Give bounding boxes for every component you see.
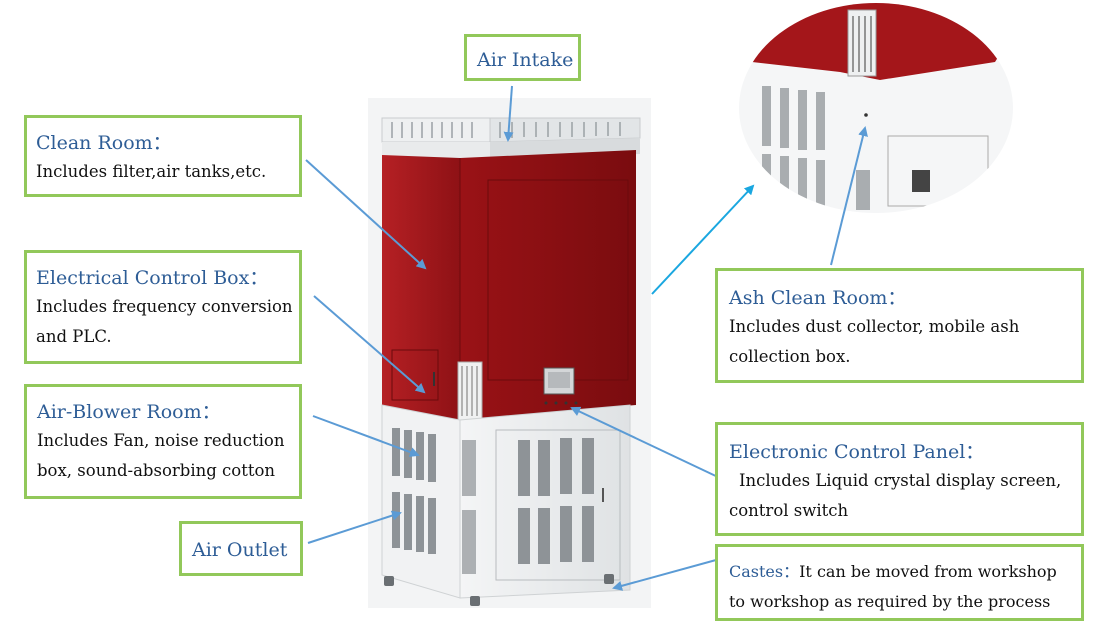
- electrical-box-body-line2: and PLC.: [36, 327, 112, 346]
- ash-clean-body-line1: Includes dust collector, mobile ash: [729, 317, 1020, 336]
- inset-pointer-arrow: [651, 184, 755, 295]
- electronic-panel-title: Electronic Control Panel：: [729, 441, 985, 463]
- clean-room-callout: Clean Room： Includes filter,air tanks,et…: [24, 115, 302, 197]
- air-blower-title: Air-Blower Room：: [37, 401, 221, 423]
- electrical-control-box-callout: Electrical Control Box： Includes frequen…: [24, 250, 302, 364]
- air-blower-body-line1: Includes Fan, noise reduction: [37, 431, 285, 450]
- callout-arrows: [305, 85, 868, 591]
- ash-room-inset: [739, 3, 1013, 213]
- air-outlet-callout: Air Outlet: [179, 521, 303, 576]
- electronic-panel-body-line2: control switch: [729, 501, 849, 520]
- ash-clean-room-callout: Ash Clean Room： Includes dust collector,…: [715, 268, 1084, 383]
- castes-body-line2: to workshop as required by the process: [729, 592, 1051, 611]
- top-vent-cap: [381, 117, 641, 158]
- electronic-panel-body-line1: Includes Liquid crystal display screen,: [739, 471, 1062, 490]
- castes-callout: Castes：It can be moved from workshop to …: [715, 544, 1084, 621]
- air-intake-callout: Air Intake: [464, 34, 581, 81]
- ash-clean-body-line2: collection box.: [729, 347, 851, 366]
- castes-title: Castes：: [729, 562, 800, 581]
- air-outlet-title: Air Outlet: [192, 539, 288, 561]
- air-intake-title: Air Intake: [477, 49, 574, 71]
- clean-room-title: Clean Room：: [36, 132, 172, 154]
- red-cabinet-upper: [382, 150, 636, 421]
- air-blower-room-callout: Air-Blower Room： Includes Fan, noise red…: [24, 384, 302, 499]
- electrical-box-title: Electrical Control Box：: [36, 267, 269, 289]
- clean-room-body: Includes filter,air tanks,etc.: [36, 162, 267, 181]
- electrical-box-body-line1: Includes frequency conversion: [36, 297, 293, 316]
- ash-clean-title: Ash Clean Room：: [729, 287, 907, 309]
- air-blower-body-line2: box, sound-absorbing cotton: [37, 461, 276, 480]
- caster-wheels: [384, 574, 614, 606]
- white-cabinet-lower: [381, 404, 631, 606]
- electronic-control-panel-callout: Electronic Control Panel： Includes Liqui…: [715, 422, 1084, 536]
- castes-body-line1: It can be moved from workshop: [799, 562, 1057, 581]
